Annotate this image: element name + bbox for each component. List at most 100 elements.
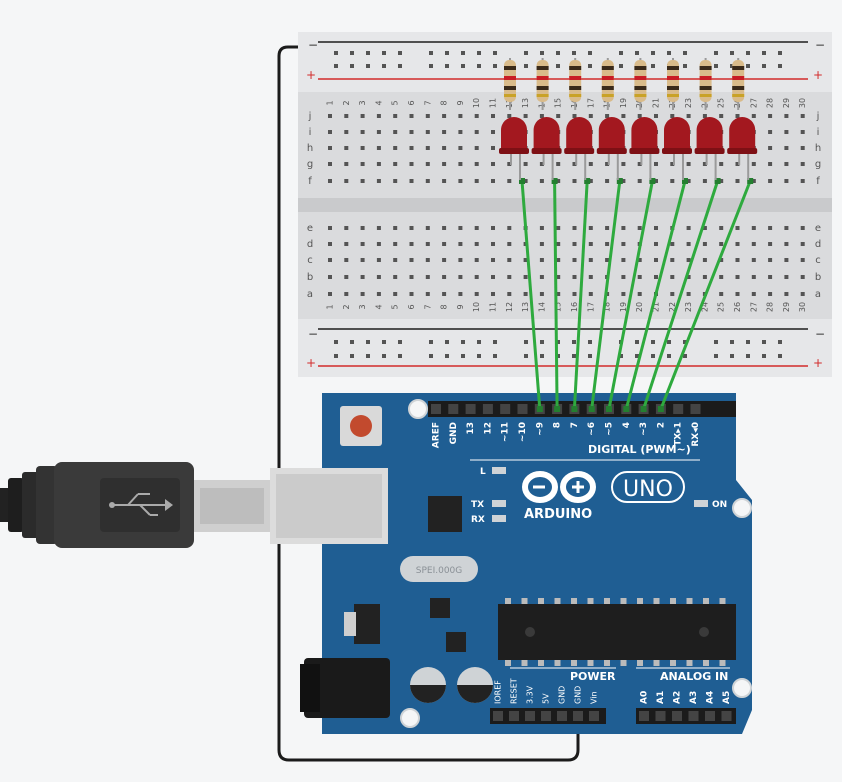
hole-e9[interactable] — [458, 226, 463, 230]
hole-h1[interactable] — [328, 146, 332, 150]
rail-hole[interactable] — [572, 354, 576, 358]
hole-f16[interactable] — [572, 179, 577, 183]
hole-g7[interactable] — [425, 162, 430, 166]
rail-hole[interactable] — [762, 51, 766, 55]
hole-h6[interactable] — [409, 146, 414, 150]
rail-hole[interactable] — [762, 340, 766, 344]
hole-c2[interactable] — [344, 258, 349, 262]
hole-g26[interactable] — [735, 162, 740, 166]
rail-hole[interactable] — [540, 51, 544, 55]
resistor[interactable] — [732, 58, 745, 110]
rail-hole[interactable] — [477, 354, 481, 358]
hole-j22[interactable] — [670, 114, 675, 118]
hole-e1[interactable] — [328, 226, 332, 230]
rail-hole[interactable] — [398, 354, 402, 358]
hole-c24[interactable] — [702, 258, 707, 262]
hole-f13[interactable] — [523, 179, 528, 183]
hole-g29[interactable] — [784, 162, 789, 166]
resistor[interactable] — [699, 58, 712, 110]
hole-d16[interactable] — [572, 242, 577, 246]
hole-e15[interactable] — [556, 226, 561, 230]
hole-g8[interactable] — [442, 162, 447, 166]
hole-d6[interactable] — [409, 242, 414, 246]
rail-hole[interactable] — [683, 64, 687, 68]
hole-g3[interactable] — [360, 162, 365, 166]
hole-c6[interactable] — [409, 258, 414, 262]
rail-hole[interactable] — [398, 340, 402, 344]
digital-pin-socket[interactable] — [448, 404, 459, 414]
hole-c19[interactable] — [621, 258, 626, 262]
hole-c29[interactable] — [784, 258, 789, 262]
rail-hole[interactable] — [683, 51, 687, 55]
hole-d19[interactable] — [621, 242, 626, 246]
hole-i2[interactable] — [344, 130, 349, 134]
hole-d9[interactable] — [458, 242, 463, 246]
rail-hole[interactable] — [651, 51, 655, 55]
hole-b6[interactable] — [409, 275, 414, 279]
rail-hole[interactable] — [619, 354, 623, 358]
hole-e6[interactable] — [409, 226, 414, 230]
hole-c27[interactable] — [751, 258, 756, 262]
hole-b3[interactable] — [360, 275, 365, 279]
rail-hole[interactable] — [477, 64, 481, 68]
analog-pin-socket[interactable] — [721, 711, 732, 721]
hole-d30[interactable] — [800, 242, 805, 246]
hole-a12[interactable] — [507, 292, 512, 296]
red-led[interactable] — [662, 117, 692, 180]
hole-c9[interactable] — [458, 258, 463, 262]
hole-e4[interactable] — [376, 226, 381, 230]
hole-a29[interactable] — [784, 292, 789, 296]
hole-f6[interactable] — [409, 179, 414, 183]
hole-e12[interactable] — [507, 226, 512, 230]
hole-e21[interactable] — [654, 226, 658, 230]
hole-f4[interactable] — [376, 179, 381, 183]
rail-hole[interactable] — [588, 354, 592, 358]
hole-a22[interactable] — [670, 292, 675, 296]
hole-j27[interactable] — [751, 114, 756, 118]
hole-f23[interactable] — [686, 179, 691, 183]
hole-f5[interactable] — [393, 179, 398, 183]
hole-a14[interactable] — [539, 292, 544, 296]
hole-a13[interactable] — [523, 292, 528, 296]
resistor[interactable] — [569, 58, 582, 110]
hole-a27[interactable] — [751, 292, 756, 296]
hole-i30[interactable] — [800, 130, 805, 134]
rail-hole[interactable] — [635, 354, 639, 358]
hole-g14[interactable] — [539, 162, 544, 166]
rail-hole[interactable] — [493, 64, 497, 68]
analog-pin-socket[interactable] — [639, 711, 649, 721]
hole-g9[interactable] — [458, 162, 463, 166]
rail-hole[interactable] — [540, 354, 544, 358]
hole-d17[interactable] — [588, 242, 593, 246]
hole-b28[interactable] — [768, 275, 773, 279]
hole-c26[interactable] — [735, 258, 740, 262]
hole-d29[interactable] — [784, 242, 789, 246]
hole-c5[interactable] — [393, 258, 398, 262]
hole-j11[interactable] — [491, 114, 495, 118]
hole-j8[interactable] — [442, 114, 447, 118]
hole-b17[interactable] — [588, 275, 593, 279]
hole-i3[interactable] — [360, 130, 365, 134]
jumper-wire[interactable] — [607, 180, 654, 410]
hole-b4[interactable] — [376, 275, 381, 279]
rail-hole[interactable] — [683, 354, 687, 358]
rail-hole[interactable] — [588, 340, 592, 344]
hole-b29[interactable] — [784, 275, 789, 279]
hole-g5[interactable] — [393, 162, 398, 166]
hole-h3[interactable] — [360, 146, 365, 150]
rail-hole[interactable] — [778, 51, 782, 55]
rail-hole[interactable] — [398, 51, 402, 55]
rail-hole[interactable] — [714, 51, 718, 55]
hole-h8[interactable] — [442, 146, 447, 150]
rail-hole[interactable] — [493, 354, 497, 358]
rail-hole[interactable] — [746, 51, 750, 55]
hole-c23[interactable] — [686, 258, 691, 262]
hole-e16[interactable] — [572, 226, 577, 230]
rail-hole[interactable] — [556, 51, 560, 55]
hole-d24[interactable] — [702, 242, 707, 246]
hole-f17[interactable] — [588, 179, 593, 183]
hole-b27[interactable] — [751, 275, 756, 279]
hole-g2[interactable] — [344, 162, 349, 166]
hole-c3[interactable] — [360, 258, 365, 262]
